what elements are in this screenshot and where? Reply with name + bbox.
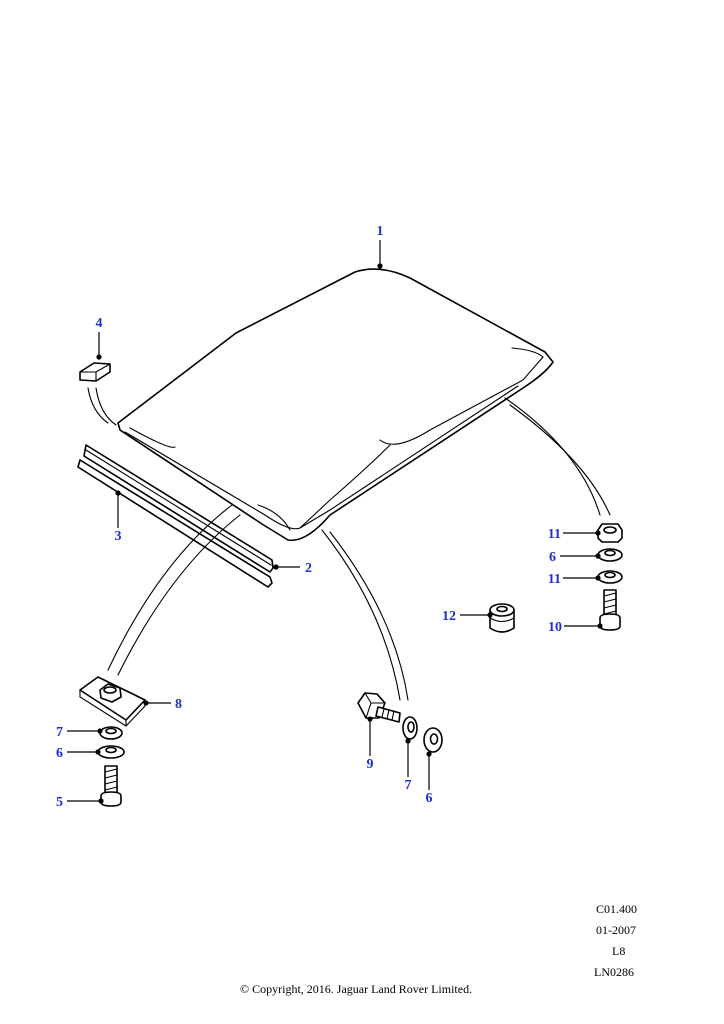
end-cap: [79, 362, 111, 382]
callout-6a: 6: [56, 746, 63, 761]
drawing-number: LN0286: [594, 965, 634, 979]
callout-4: 4: [96, 316, 103, 331]
callout-1: 1: [377, 224, 384, 239]
nut-plate: [79, 676, 146, 727]
callout-3: 3: [115, 529, 122, 544]
callout-11b: 11: [548, 572, 561, 587]
issue-date: 01-2007: [596, 923, 636, 937]
callout-12: 12: [442, 609, 456, 624]
callout-6c: 6: [549, 550, 556, 565]
seal-strip-lower: [77, 459, 273, 588]
copyright-notice: © Copyright, 2016. Jaguar Land Rover Lim…: [240, 982, 473, 996]
model-code: L8: [612, 944, 626, 958]
callout-8: 8: [175, 697, 182, 712]
reference-code: C01.400: [596, 902, 638, 916]
roof-panel: [117, 268, 554, 542]
callout-labels: 1 2 3 4 5 6 6 6 7 7 8 9 10 11 11 12: [56, 224, 562, 810]
seal-strip-upper: [83, 444, 274, 573]
right-fastener-stack: [597, 523, 623, 631]
callout-10: 10: [548, 620, 562, 635]
callout-7a: 7: [56, 725, 63, 740]
leader-lines: [67, 240, 603, 804]
callout-9: 9: [367, 757, 374, 772]
callout-6b: 6: [426, 791, 433, 806]
callout-11a: 11: [548, 527, 561, 542]
middle-fastener-stack: [357, 692, 443, 753]
left-fastener-stack: [97, 726, 125, 807]
rubber-bush: [489, 603, 515, 633]
location-lines: [87, 387, 611, 701]
callout-2: 2: [305, 561, 312, 576]
callout-7b: 7: [405, 778, 412, 793]
callout-5: 5: [56, 795, 63, 810]
